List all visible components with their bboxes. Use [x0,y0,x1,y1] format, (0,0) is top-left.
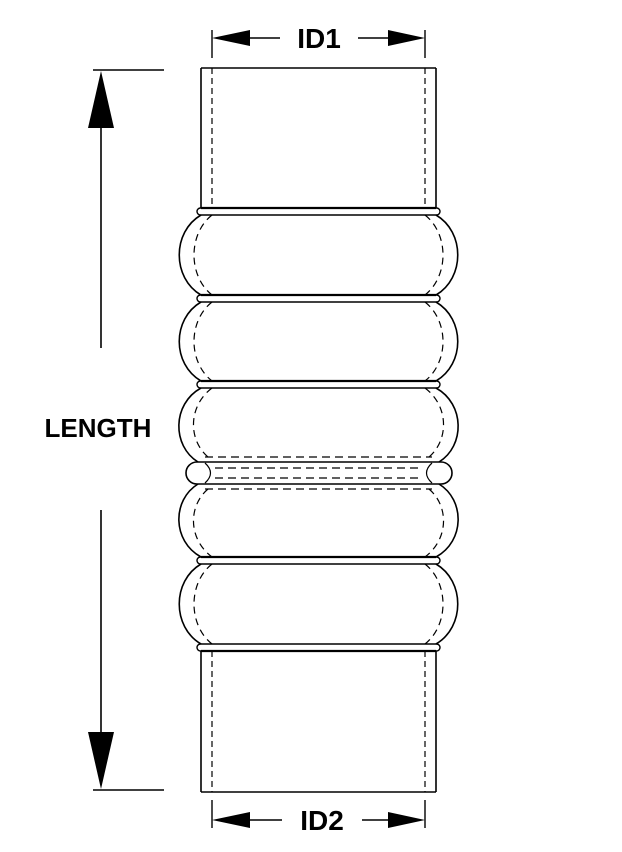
length-dimension [88,69,164,791]
id1-dimension [211,30,426,58]
length-label: LENGTH [45,413,152,443]
arrow-left-icon [212,30,250,46]
band-ring [196,206,441,216]
hump [178,563,459,645]
hump [178,387,459,463]
hump [178,301,459,382]
arrow-up-icon [88,71,114,128]
arrow-down-icon [88,732,114,789]
arrow-left-icon [212,812,250,828]
center-band [185,456,453,490]
band-ring [196,643,441,653]
hump [178,483,459,558]
bottom-cuff [200,651,437,793]
id2-label: ID2 [300,805,344,836]
arrow-right-icon [388,812,425,828]
band-ring [196,379,441,389]
band-ring [196,555,441,565]
top-cuff [200,67,437,208]
id2-dimension [211,800,426,828]
arrow-right-icon [388,30,425,46]
band-ring [196,293,441,303]
id1-label: ID1 [297,23,341,54]
hump [178,214,459,296]
